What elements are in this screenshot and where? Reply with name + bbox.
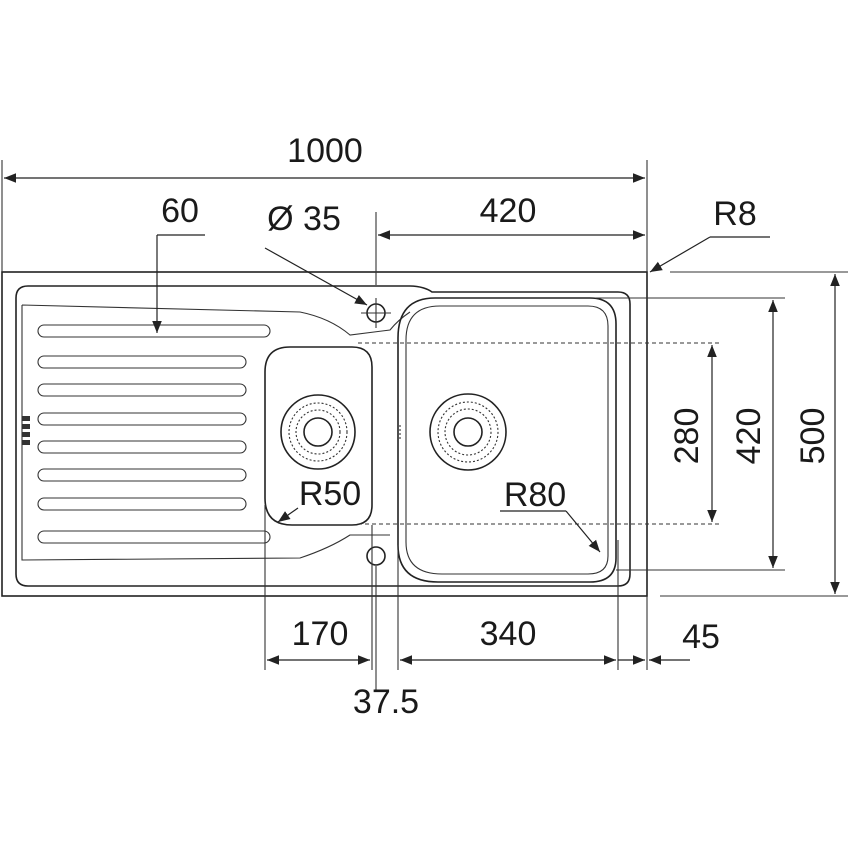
label-drainer-offset: 60	[161, 192, 199, 230]
label-small-bowl-radius: R50	[299, 475, 361, 513]
label-overall-depth: 500	[794, 408, 832, 465]
label-bowl-depth: 280	[668, 408, 706, 465]
label-main-bowl-length: 420	[730, 408, 768, 465]
leader-r80	[500, 510, 601, 553]
label-tap-hole-diameter: Ø 35	[267, 200, 341, 238]
tap-hole	[361, 298, 391, 328]
leader-r8	[649, 236, 770, 273]
label-main-bowl-radius: R80	[504, 476, 566, 514]
label-edge-offset: 45	[682, 618, 720, 656]
extension-lines	[1, 160, 848, 690]
label-corner-radius: R8	[713, 195, 756, 233]
leader-diameter-35	[264, 247, 368, 306]
overflow-hole	[366, 546, 386, 566]
label-main-bowl-width: 340	[480, 615, 537, 653]
label-small-bowl-width: 170	[292, 615, 349, 653]
drainer-deck	[21, 304, 411, 561]
drainer-grooves	[37, 324, 271, 544]
label-tap-offset: 37.5	[353, 683, 419, 721]
leader-r50	[277, 507, 299, 523]
main-bowl	[397, 297, 617, 583]
label-main-bowl-offset: 420	[480, 192, 537, 230]
sink-outline	[1, 271, 648, 597]
logo-mark	[22, 416, 30, 445]
label-overall-width: 1000	[287, 132, 363, 170]
dim-line-60	[152, 234, 205, 333]
small-bowl	[264, 346, 373, 526]
